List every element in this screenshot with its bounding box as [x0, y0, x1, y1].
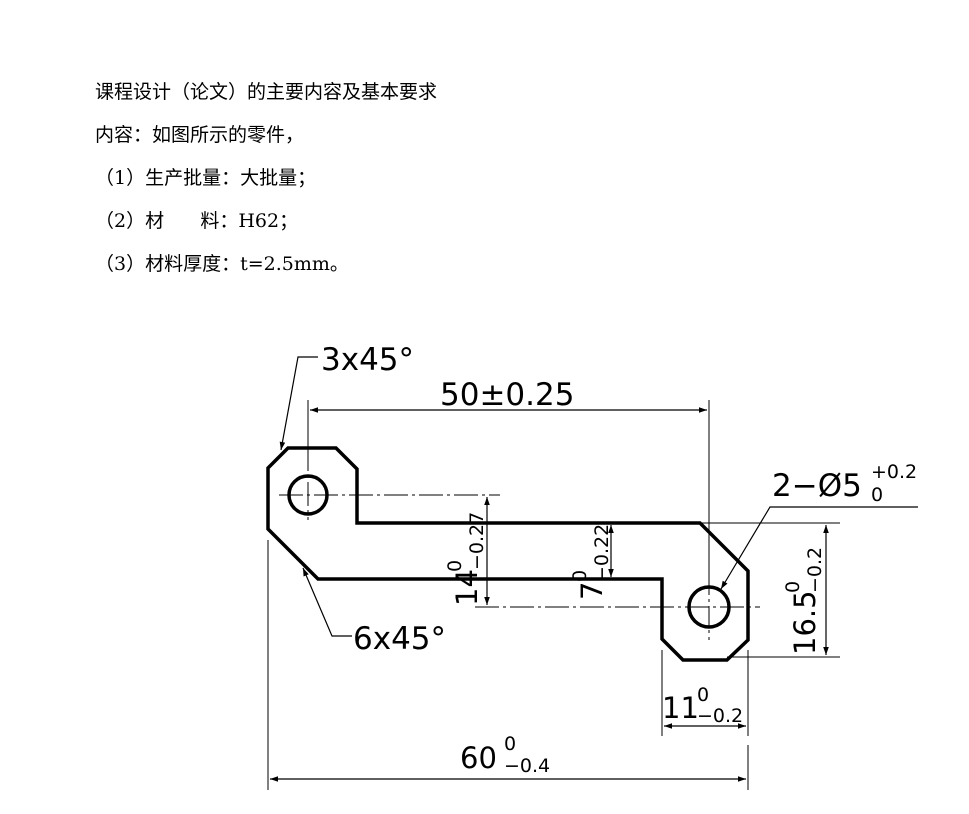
label-height-middle-upper: 0: [569, 570, 591, 582]
requirement-batch: （1）生产批量：大批量；: [95, 167, 317, 189]
leader-hole: [720, 506, 918, 590]
dimension-texts: 3x45° 6x45° 50±0.25 2−Ø5 +0.2 0 14 0 −0.…: [321, 342, 917, 777]
label-center-distance: 50±0.25: [440, 377, 574, 413]
content-description: 内容：如图所示的零件，: [95, 124, 305, 146]
label-height-left-upper: 0: [444, 560, 466, 572]
leader-chamfer-top: [279, 356, 318, 451]
label-height-left-lower: −0.27: [466, 512, 488, 570]
label-width-total-upper: 0: [504, 733, 516, 755]
dimension-lines: [270, 407, 829, 782]
section-heading: 课程设计（论文）的主要内容及基本要求: [95, 81, 438, 103]
label-height-left-base: 14: [450, 569, 484, 606]
requirements-text-block: 课程设计（论文）的主要内容及基本要求 内容：如图所示的零件， （1）生产批量：大…: [95, 82, 795, 297]
label-chamfer-top: 3x45°: [321, 342, 414, 378]
label-width-total-base: 60: [460, 741, 497, 775]
label-hole-lower: 0: [871, 484, 883, 506]
label-height-right-lower: −0.2: [804, 547, 826, 593]
label-width-total-lower: −0.4: [504, 755, 550, 777]
label-hole-prefix: 2−Ø5: [772, 468, 862, 504]
label-hole-upper: +0.2: [871, 461, 917, 483]
label-height-right-base: 16.5: [788, 590, 822, 655]
label-chamfer-bottom: 6x45°: [353, 621, 446, 657]
label-width-small-base: 11: [662, 691, 699, 725]
leader-chamfer-bottom: [302, 567, 352, 637]
requirement-thickness: （3）材料厚度：t=2.5mm。: [95, 253, 349, 275]
label-height-middle-lower: −0.22: [591, 524, 613, 582]
label-height-right-upper: 0: [782, 581, 804, 593]
leader-lines: [279, 356, 918, 637]
part-outline: [266, 446, 750, 662]
label-height-middle-base: 7: [575, 582, 609, 600]
extension-lines: [267, 400, 840, 790]
label-width-small-lower: −0.2: [697, 705, 743, 727]
label-width-small-upper: 0: [697, 684, 709, 706]
requirement-material: （2）材 料：H62；: [95, 210, 299, 232]
center-lines: [279, 447, 760, 640]
